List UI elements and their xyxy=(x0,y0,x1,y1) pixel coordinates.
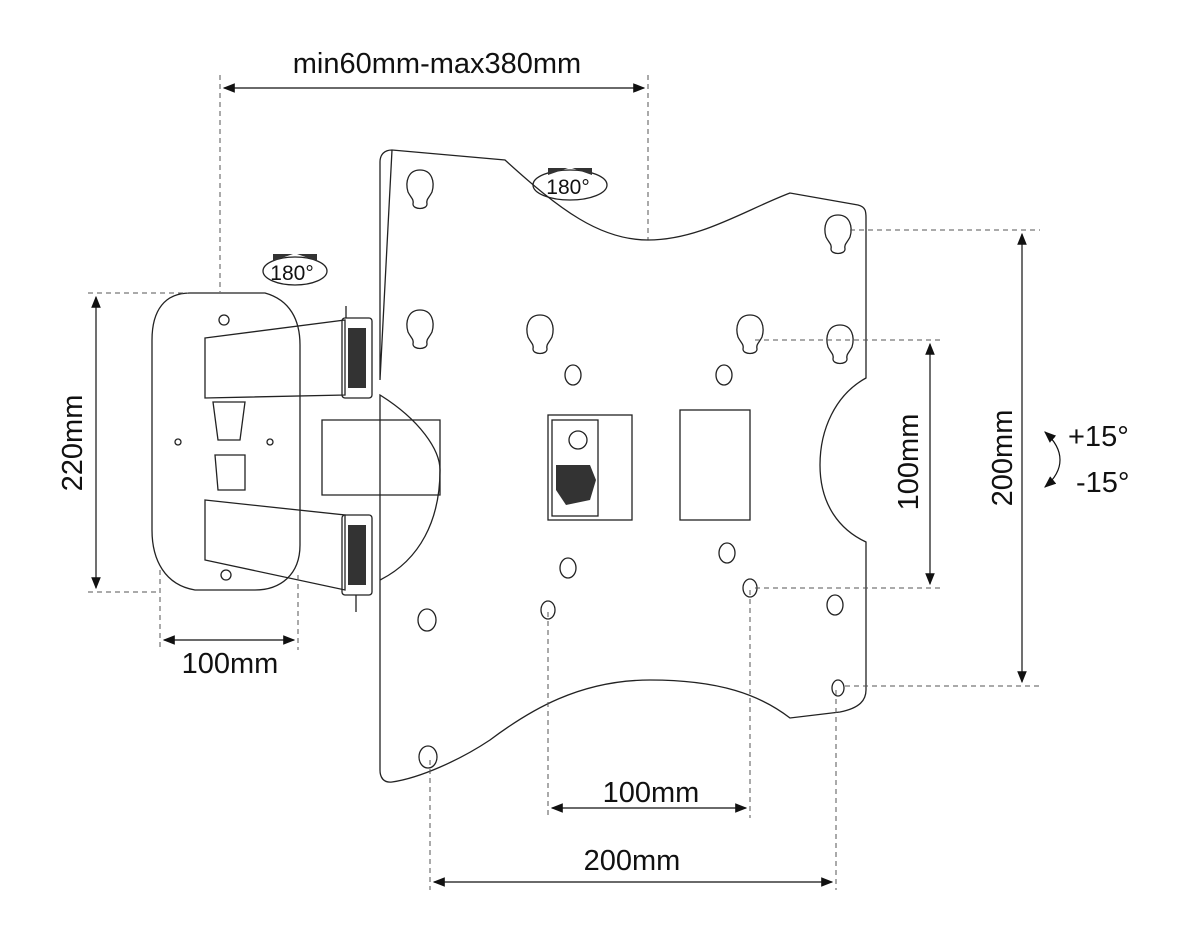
tv-plate xyxy=(379,149,867,783)
tilt-indicator: +15° -15° xyxy=(1044,421,1130,499)
mounting-holes xyxy=(417,364,845,769)
svg-text:100mm: 100mm xyxy=(182,648,279,680)
svg-text:180°: 180° xyxy=(270,262,313,285)
svg-text:220mm: 220mm xyxy=(57,395,89,492)
extension-dimension: min60mm-max380mm xyxy=(219,48,649,292)
vesa-outer-width-dimension: 200mm xyxy=(429,690,837,890)
tilt-bracket xyxy=(547,414,633,521)
svg-text:200mm: 200mm xyxy=(584,845,681,877)
svg-text:-15°: -15° xyxy=(1076,467,1130,499)
swivel-arm-badge: 180° xyxy=(262,254,328,286)
wall-plate-width-dimension: 100mm xyxy=(159,570,299,680)
wall-plate-height-dimension: 220mm xyxy=(57,292,188,593)
svg-text:100mm: 100mm xyxy=(603,777,700,809)
svg-text:200mm: 200mm xyxy=(987,410,1019,507)
extension-label: min60mm-max380mm xyxy=(293,48,581,80)
svg-text:180°: 180° xyxy=(546,176,589,199)
svg-text:100mm: 100mm xyxy=(893,414,925,511)
svg-text:+15°: +15° xyxy=(1068,421,1129,453)
swivel-plate-badge: 180° xyxy=(532,168,608,201)
vesa-inner-width-dimension: 100mm xyxy=(547,590,751,818)
plate-window xyxy=(679,409,751,521)
vesa-outer-height-dimension: 200mm xyxy=(845,229,1040,687)
wall-plate-and-arms xyxy=(151,292,441,612)
vesa-inner-height-dimension: 100mm xyxy=(755,339,940,589)
